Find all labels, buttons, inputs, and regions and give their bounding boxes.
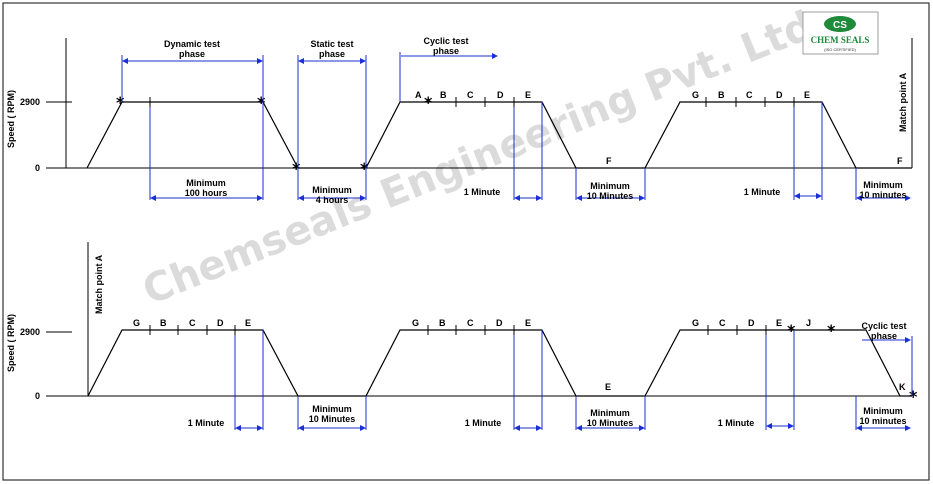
- bottom-seg1-c: C: [189, 318, 196, 328]
- top-match-stars: * * * * *: [116, 93, 433, 178]
- top-min10b-label-1: Minimum: [863, 180, 903, 190]
- company-logo: CS CHEM SEALS (ISO CERTIFIED): [802, 11, 879, 55]
- bottom-seg3-c: C: [719, 318, 726, 328]
- top-min10b-label-2: 10 minutes: [859, 190, 906, 200]
- bottom-segment-ticks: [149, 325, 767, 335]
- bottom-min10-label-1: Minimum: [312, 404, 352, 414]
- bottom-seg1-d: D: [217, 318, 224, 328]
- bottom-cyclic-label-2: phase: [871, 331, 897, 341]
- bottom-seg2-b: B: [439, 318, 446, 328]
- top-seg2-b: B: [718, 90, 725, 100]
- star-icon: *: [360, 159, 369, 178]
- top-1min-label-2: 1 Minute: [744, 187, 781, 197]
- star-icon: *: [424, 93, 433, 112]
- top-tick-2900: 2900: [20, 97, 40, 107]
- star-icon: *: [787, 321, 796, 340]
- bottom-1min-label-2: 1 Minute: [465, 418, 502, 428]
- star-icon: *: [292, 159, 301, 178]
- top-min100-label-1: Minimum: [186, 178, 226, 188]
- bottom-seg3-j: J: [806, 318, 811, 328]
- top-seg1-c: C: [467, 90, 474, 100]
- bottom-min10b-label-1: Minimum: [590, 408, 630, 418]
- bottom-seg3-e: E: [776, 318, 782, 328]
- bottom-seg2-c: C: [467, 318, 474, 328]
- top-min4-label-1: Minimum: [312, 185, 352, 195]
- bottom-min10-label-2: 10 Minutes: [309, 414, 356, 424]
- bottom-seg1-e: E: [245, 318, 251, 328]
- top-seg2-d: D: [776, 90, 783, 100]
- svg-text:CS: CS: [833, 20, 847, 31]
- bottom-seg1-b: B: [160, 318, 167, 328]
- top-min10-label-1: Minimum: [590, 181, 630, 191]
- top-y-label: Speed ( RPM): [6, 90, 16, 148]
- top-cyclic-label-1: Cyclic test: [423, 36, 468, 46]
- top-segment-ticks: [149, 97, 795, 107]
- bottom-seg2-d: D: [496, 318, 503, 328]
- bottom-1min-label-1: 1 Minute: [188, 418, 225, 428]
- bottom-1min-label-3: 1 Minute: [718, 418, 755, 428]
- bottom-match-point: Match point A: [94, 254, 104, 314]
- top-dynamic-label-1: Dynamic test: [164, 39, 220, 49]
- top-seg1-d: D: [497, 90, 504, 100]
- top-min100-label-2: 100 hours: [185, 188, 228, 198]
- top-dynamic-label-2: phase: [179, 49, 205, 59]
- top-min10-label-2: 10 Minutes: [587, 191, 634, 201]
- top-f1: F: [606, 156, 612, 166]
- bottom-seg2-g: G: [412, 318, 419, 328]
- top-seg1-b: B: [440, 90, 447, 100]
- logo-name: CHEM SEALS: [811, 35, 870, 45]
- top-f2: F: [897, 156, 903, 166]
- bottom-cyclic-label-1: Cyclic test: [861, 321, 906, 331]
- top-tick-0: 0: [35, 163, 40, 173]
- top-match-point: Match point A: [898, 72, 908, 132]
- bottom-tick-0: 0: [35, 391, 40, 401]
- top-static-label-2: phase: [319, 49, 345, 59]
- bottom-seg3-d: D: [748, 318, 755, 328]
- star-icon: *: [257, 93, 266, 112]
- bottom-panel: 2900 0 Speed ( RPM) Match point A * * * …: [6, 242, 918, 431]
- top-static-label-1: Static test: [310, 39, 353, 49]
- top-cyclic-label-2: phase: [433, 46, 459, 56]
- bottom-tick-2900: 2900: [20, 327, 40, 337]
- bottom-dimension-lines: [234, 330, 913, 431]
- bottom-seg3-g: G: [692, 318, 699, 328]
- top-seg2-c: C: [746, 90, 753, 100]
- top-panel: 2900 0 Speed ( RPM) * * * * * A B C D E: [6, 36, 913, 205]
- top-seg1-a: A: [415, 90, 422, 100]
- top-seg2-g: G: [692, 90, 699, 100]
- bottom-seg2-e: E: [525, 318, 531, 328]
- bottom-min10b-label-2: 10 Minutes: [587, 418, 634, 428]
- star-icon: *: [909, 387, 918, 406]
- logo-emblem-icon: [824, 16, 856, 32]
- bottom-k: K: [899, 382, 906, 392]
- top-seg2-e: E: [804, 90, 810, 100]
- bottom-seg1-g: G: [133, 318, 140, 328]
- star-icon: *: [116, 93, 125, 112]
- star-icon: *: [827, 321, 836, 340]
- top-1min-label-1: 1 Minute: [464, 187, 501, 197]
- top-seg1-e: E: [525, 90, 531, 100]
- bottom-y-label: Speed ( RPM): [6, 314, 16, 372]
- bottom-match-stars: * * *: [787, 321, 918, 406]
- top-min4-label-2: 4 hours: [316, 195, 349, 205]
- top-dimension-lines: [121, 52, 911, 201]
- bottom-min10c-label-1: Minimum: [863, 406, 903, 416]
- bottom-min10c-label-2: 10 minutes: [859, 416, 906, 426]
- bottom-e-low: E: [605, 382, 611, 392]
- logo-subtitle: (ISO CERTIFIED): [824, 47, 856, 52]
- watermark-text: Chemseals Engineering Pvt. Ltd.: [137, 0, 834, 314]
